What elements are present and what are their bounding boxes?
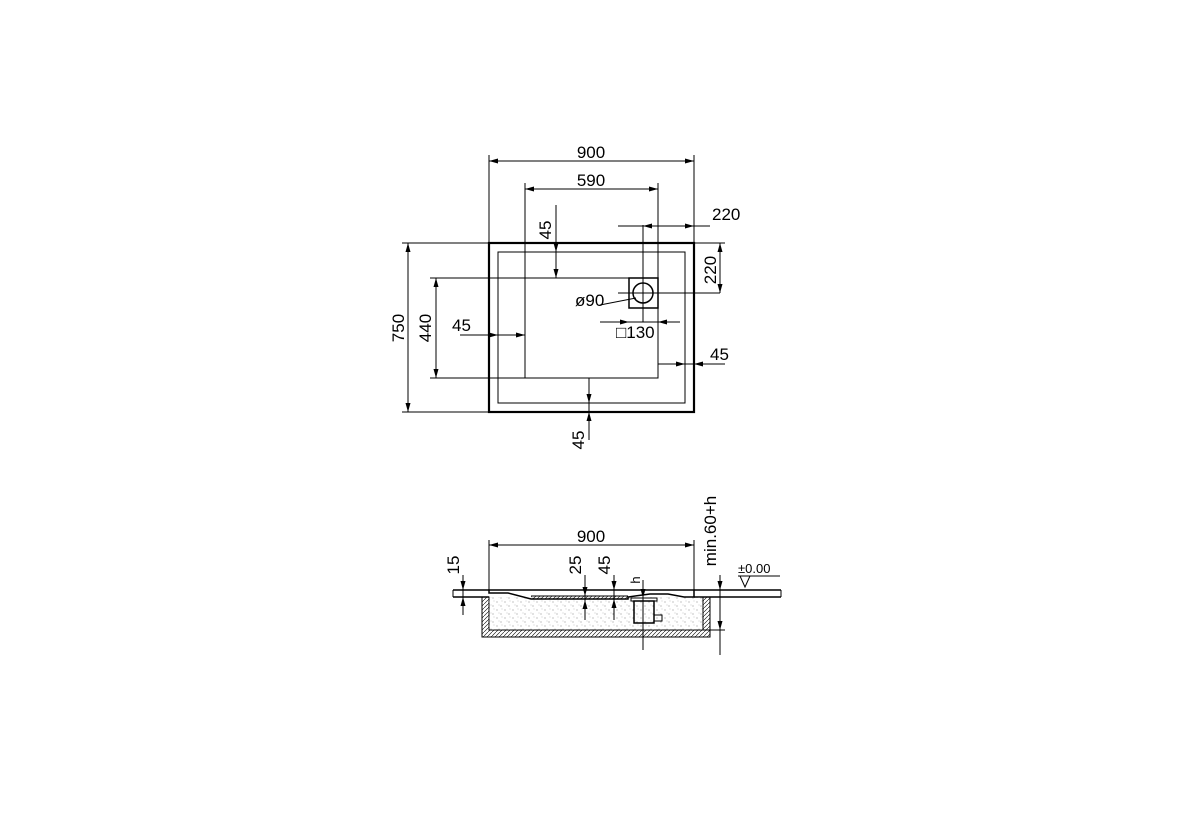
dim-drain-square: □130 — [616, 323, 655, 342]
concrete-fill — [489, 597, 703, 630]
dim-min-height: min.60+h — [701, 496, 720, 566]
tray-profile — [488, 589, 695, 600]
dim-45-right: 45 — [710, 345, 729, 364]
plan-view: 900 590 45 220 220 ø90 □130 — [389, 143, 740, 449]
level-marker-icon — [739, 575, 751, 589]
dim-15: 15 — [444, 556, 463, 575]
dim-45-section: 45 — [595, 556, 614, 575]
section-view: 900 15 25 45 h min.60+h ±0.00 — [444, 496, 782, 655]
dim-220-horizontal: 220 — [712, 205, 740, 224]
dim-750: 750 — [389, 314, 408, 342]
dim-590: 590 — [577, 171, 605, 190]
dim-h: h — [628, 576, 643, 583]
dim-900-section: 900 — [577, 527, 605, 546]
dim-45-left: 45 — [452, 316, 471, 335]
dim-25: 25 — [566, 556, 585, 575]
dim-900-plan: 900 — [577, 143, 605, 162]
tray-inner-rim — [497, 251, 686, 404]
dim-45-bottom: 45 — [569, 431, 588, 450]
dim-220-vertical: 220 — [701, 256, 720, 284]
basin-outline — [524, 277, 659, 379]
dim-440: 440 — [416, 314, 435, 342]
dim-45-top: 45 — [536, 221, 555, 240]
dim-drain-diameter: ø90 — [575, 291, 604, 310]
floor-level-label: ±0.00 — [738, 561, 770, 576]
tray-outline — [487, 241, 696, 414]
